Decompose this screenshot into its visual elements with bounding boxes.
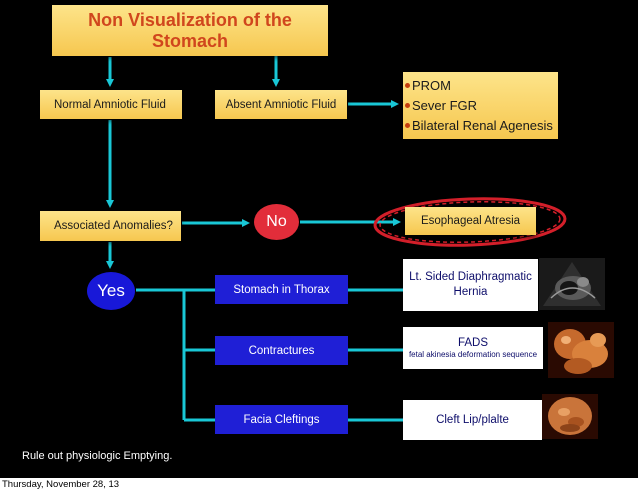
absent-fluid-label: Absent Amniotic Fluid [225,98,337,111]
title-line-1: Non Visualization of the [88,9,292,30]
ultrasound-image [539,258,605,310]
yes-circle: Yes [87,272,135,310]
note-text: Rule out physiologic Emptying. [22,450,173,462]
absent-fluid-box: Absent Amniotic Fluid [215,90,347,119]
absent-causes-box: PROM Sever FGR Bilateral Renal Agenesis [403,72,558,139]
yes-label: Yes [97,281,125,300]
connector-layer [106,52,567,422]
cause-label: PROM [412,77,451,93]
cleft-lip-box: Cleft Lip/plalte [403,400,542,440]
title-line-2: Stomach [151,30,229,51]
ultrasound-graphic [543,262,601,306]
cause-label: Sever FGR [412,97,478,113]
fetal-face-graphic [548,397,592,435]
stomach-in-thorax-box: Stomach in Thorax [215,275,348,304]
diaphragmatic-hernia-line-1: Lt. Sided Diaphragmatic [409,271,532,283]
esophageal-atresia-box: Esophageal Atresia [405,207,536,235]
footer-bar: Thursday, November 28, 13 [0,478,638,491]
facia-cleftings-box: Facia Cleftings [215,405,348,434]
cause-item: Bilateral Renal Agenesis [405,116,553,136]
no-circle: No [254,204,299,240]
stomach-in-thorax-label: Stomach in Thorax [233,283,330,296]
fads-title: FADS [457,337,489,349]
footer-date: Thursday, November 28, 13 [2,479,120,490]
associated-anomalies-box: Associated Anomalies? [40,211,181,241]
diaphragmatic-hernia-box: Lt. Sided Diaphragmatic Hernia [403,259,538,311]
contractures-box: Contractures [215,336,348,365]
bullet-icon [405,123,410,128]
cause-item: PROM [405,76,451,96]
esophageal-atresia-label: Esophageal Atresia [420,215,521,227]
highlight-ellipse-inner [379,201,561,243]
fetal-3d-image [548,322,614,378]
cause-label: Bilateral Renal Agenesis [412,117,553,133]
diaphragmatic-hernia-line-2: Hernia [453,286,488,298]
highlight-ellipse [373,197,567,247]
bullet-icon [405,103,410,108]
fads-box: FADS fetal akinesia deformation sequence [403,327,543,369]
no-label: No [266,213,287,230]
contractures-label: Contractures [248,344,315,357]
bullet-icon [405,83,410,88]
fetal-3d-graphic [554,329,608,374]
slide-canvas: Non Visualization of the Stomach Normal … [0,0,638,478]
title-box: Non Visualization of the Stomach [52,5,328,56]
normal-fluid-label: Normal Amniotic Fluid [54,98,166,111]
cleft-lip-label: Cleft Lip/plalte [436,414,509,426]
associated-anomalies-label: Associated Anomalies? [54,220,173,232]
fads-subtitle: fetal akinesia deformation sequence [408,350,538,359]
normal-fluid-box: Normal Amniotic Fluid [40,90,182,119]
facia-cleftings-label: Facia Cleftings [243,413,320,426]
cause-item: Sever FGR [405,96,477,116]
fetal-face-image [542,394,598,439]
